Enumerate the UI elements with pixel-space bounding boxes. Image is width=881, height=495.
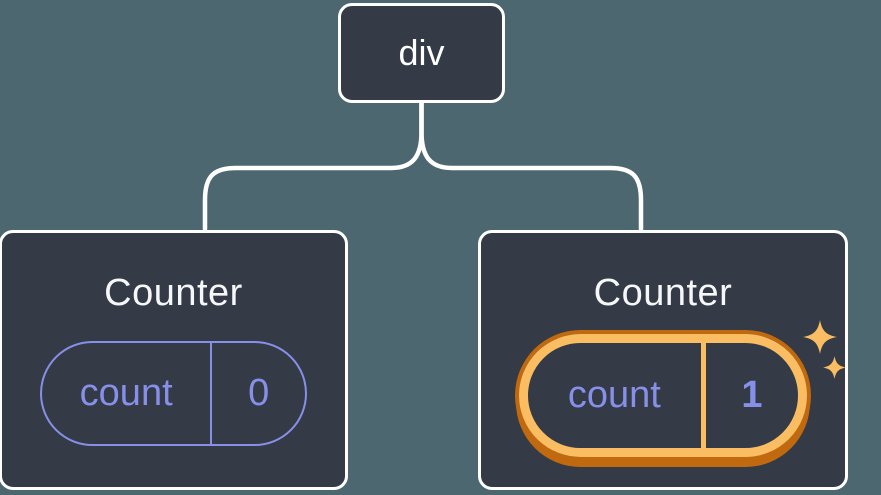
- counter-node-left: Counter count 0: [0, 230, 348, 490]
- state-pill-divider: [700, 343, 706, 448]
- state-value-cell: 1: [706, 343, 798, 448]
- sparkle-icon: [803, 320, 837, 354]
- state-key-label: count: [567, 374, 661, 416]
- sparkle-icon: [823, 356, 846, 379]
- component-title: Counter: [593, 272, 733, 314]
- component-title: Counter: [104, 272, 243, 314]
- state-pill-divider: [210, 343, 213, 444]
- state-key-cell: count: [42, 343, 210, 444]
- state-value: 0: [248, 372, 270, 414]
- state-key-label: count: [79, 372, 173, 414]
- root-node-label: div: [398, 32, 445, 73]
- state-pill-highlighted: count 1: [519, 334, 807, 457]
- state-value: 1: [741, 374, 763, 416]
- state-key-cell: count: [528, 343, 701, 448]
- state-pill: count 0: [40, 341, 307, 446]
- root-node-div: div: [338, 3, 505, 103]
- state-value-cell: 0: [212, 343, 305, 444]
- connector-branch-right: [419, 100, 644, 232]
- connector-branch-left: [202, 100, 424, 232]
- counter-node-right: Counter count 1: [478, 230, 848, 490]
